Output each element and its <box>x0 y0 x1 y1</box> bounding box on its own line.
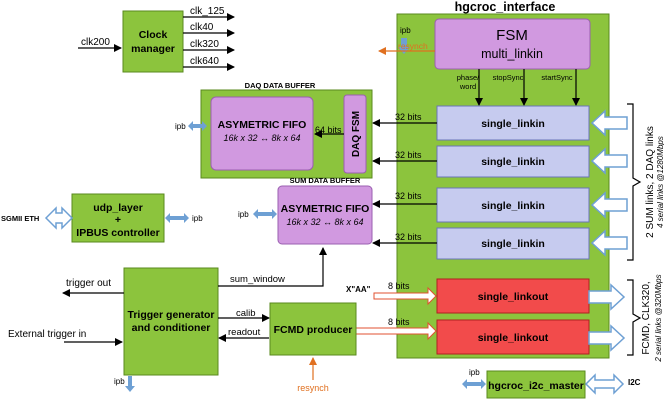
fsm-block <box>434 18 591 70</box>
serial-out-arrow-icon <box>588 283 626 311</box>
fcmd-sub-label: 2 serial links @320Mbps <box>654 274 663 362</box>
links-brace <box>627 103 642 261</box>
external-trigger-label: External trigger in <box>8 329 86 340</box>
calib-label: calib <box>236 308 256 319</box>
readout-label: readout <box>228 327 261 338</box>
linkout1-bits: 8 bits <box>388 281 410 291</box>
i2c-ipb-arrow-icon <box>462 379 486 389</box>
phase-label: phase/ <box>457 73 480 82</box>
linkin-block-1: single_linkin <box>436 105 628 141</box>
sum-fifo-title: ASYMETRIC FIFO <box>281 203 370 215</box>
ipb-arrow-icon <box>398 38 410 54</box>
daq-fifo-title: ASYMETRIC FIFO <box>218 119 307 131</box>
daq-64bits-label: 64 bits <box>315 125 342 135</box>
clk640-label: clk640 <box>190 56 219 67</box>
startsync-label: startSync <box>541 73 573 82</box>
clk320-label: clk320 <box>190 39 219 50</box>
sum-fifo-block <box>277 185 373 245</box>
udp-ipb-label: ipb <box>192 214 203 223</box>
hgcroc-interface-title: hgcroc_interface <box>455 0 556 14</box>
linkin4-bits: 32 bits <box>395 232 422 242</box>
trigger-ipb-arrow-icon <box>125 376 135 392</box>
daq-fifo-sub: 16k x 32 ↔ 8k x 64 <box>223 133 300 143</box>
daq-fifo-block <box>210 96 314 171</box>
clock-manager-block <box>122 10 184 73</box>
sum-ipb-label: ipb <box>238 210 249 219</box>
fcmd-brace <box>627 279 642 356</box>
daq-ipb-arrow-icon <box>188 121 207 131</box>
linkin-block-2: single_linkin <box>436 145 628 178</box>
sum-window-label: sum_window <box>230 274 285 285</box>
trigger-gen-line2: and conditioner <box>132 322 211 334</box>
linkin-label: single_linkin <box>481 118 545 130</box>
i2c-master-label: hgcroc_i2c_master <box>488 380 584 392</box>
udp-line3: IPBUS controller <box>76 227 159 239</box>
trigger-gen-line1: Trigger generator <box>128 309 215 321</box>
trigger-out-label: trigger out <box>66 278 111 289</box>
udp-line2: + <box>115 214 121 226</box>
aa-bus-arrow <box>373 286 437 306</box>
i2c-ipb-label: ipb <box>469 368 480 377</box>
udp-ipbus-block <box>71 193 165 243</box>
clk200-label: clk200 <box>81 37 110 48</box>
serial-in-arrow-icon <box>590 109 628 137</box>
udp-ipb-arrow-icon <box>165 213 189 223</box>
linkin3-bits: 32 bits <box>395 191 422 201</box>
fcmd-main-label: FCMD, CLK320, <box>641 281 652 354</box>
links-main-label: 2 SUM links, 2 DAQ links <box>645 126 656 238</box>
word-label: word <box>459 82 476 91</box>
clk125-label: clk_125 <box>190 6 225 17</box>
clock-manager-line1: Clock <box>139 29 168 41</box>
linkin-label: single_linkin <box>481 156 545 168</box>
i2c-master-block <box>486 370 586 399</box>
linkin1-bits: 32 bits <box>395 112 422 122</box>
links-sub-label: 4 serial links @1280Mbps <box>656 136 664 228</box>
serial-in-arrow-icon <box>590 229 628 257</box>
linkout-block-1: single_linkout <box>436 278 626 314</box>
daq-fsm-label: DAQ FSM <box>351 111 362 157</box>
linkout-label: single_linkout <box>478 291 549 303</box>
fsm-title: FSM <box>496 27 528 44</box>
serial-out-arrow-icon <box>588 324 626 352</box>
daq-ipb-label: ipb <box>175 122 186 131</box>
daq-buffer-title: DAQ DATA BUFFER <box>245 81 316 90</box>
linkin-block-3: single_linkin <box>436 187 628 223</box>
sum-ipb-arrow-icon <box>253 209 277 219</box>
sgmii-eth-label: SGMII ETH <box>1 214 39 223</box>
serial-in-arrow-icon <box>590 191 628 219</box>
linkin-block-4: single_linkin <box>436 227 628 260</box>
i2c-label: I2C <box>628 378 641 387</box>
clock-manager-line2: manager <box>131 43 175 55</box>
aa-label: X"AA" <box>346 285 371 294</box>
linkin-label: single_linkin <box>481 238 545 250</box>
fcmd-producer-block <box>269 302 357 356</box>
sum-fifo-sub: 16k x 32 ↔ 8k x 64 <box>286 217 363 227</box>
fcmd-producer-label: FCMD producer <box>274 324 353 336</box>
fcmd-resynch-label: resynch <box>297 383 329 393</box>
linkout-block-2: single_linkout <box>436 319 626 355</box>
trigger-generator-block <box>123 267 219 376</box>
linkin-label: single_linkin <box>481 200 545 212</box>
fcmd-bus-arrow <box>355 321 437 341</box>
i2c-bidir-arrow-icon <box>584 373 625 395</box>
serial-in-arrow-icon <box>590 147 628 175</box>
clk40-label: clk40 <box>190 22 214 33</box>
linkout-label: single_linkout <box>478 332 549 344</box>
fsm-subtitle: multi_linkin <box>481 47 543 61</box>
stopsync-label: stopSync <box>493 73 524 82</box>
udp-line1: udp_layer <box>93 202 143 214</box>
hgcroc-ipb-label: ipb <box>400 26 411 35</box>
eth-bidir-arrow-icon <box>44 206 74 230</box>
linkin2-bits: 32 bits <box>395 150 422 160</box>
trigger-ipb-label: ipb <box>114 377 125 386</box>
fsm-resynch-label: resynch <box>398 41 428 51</box>
sum-buffer-title: SUM DATA BUFFER <box>290 176 361 185</box>
sum-window-path <box>218 247 327 287</box>
linkout2-bits: 8 bits <box>388 317 410 327</box>
